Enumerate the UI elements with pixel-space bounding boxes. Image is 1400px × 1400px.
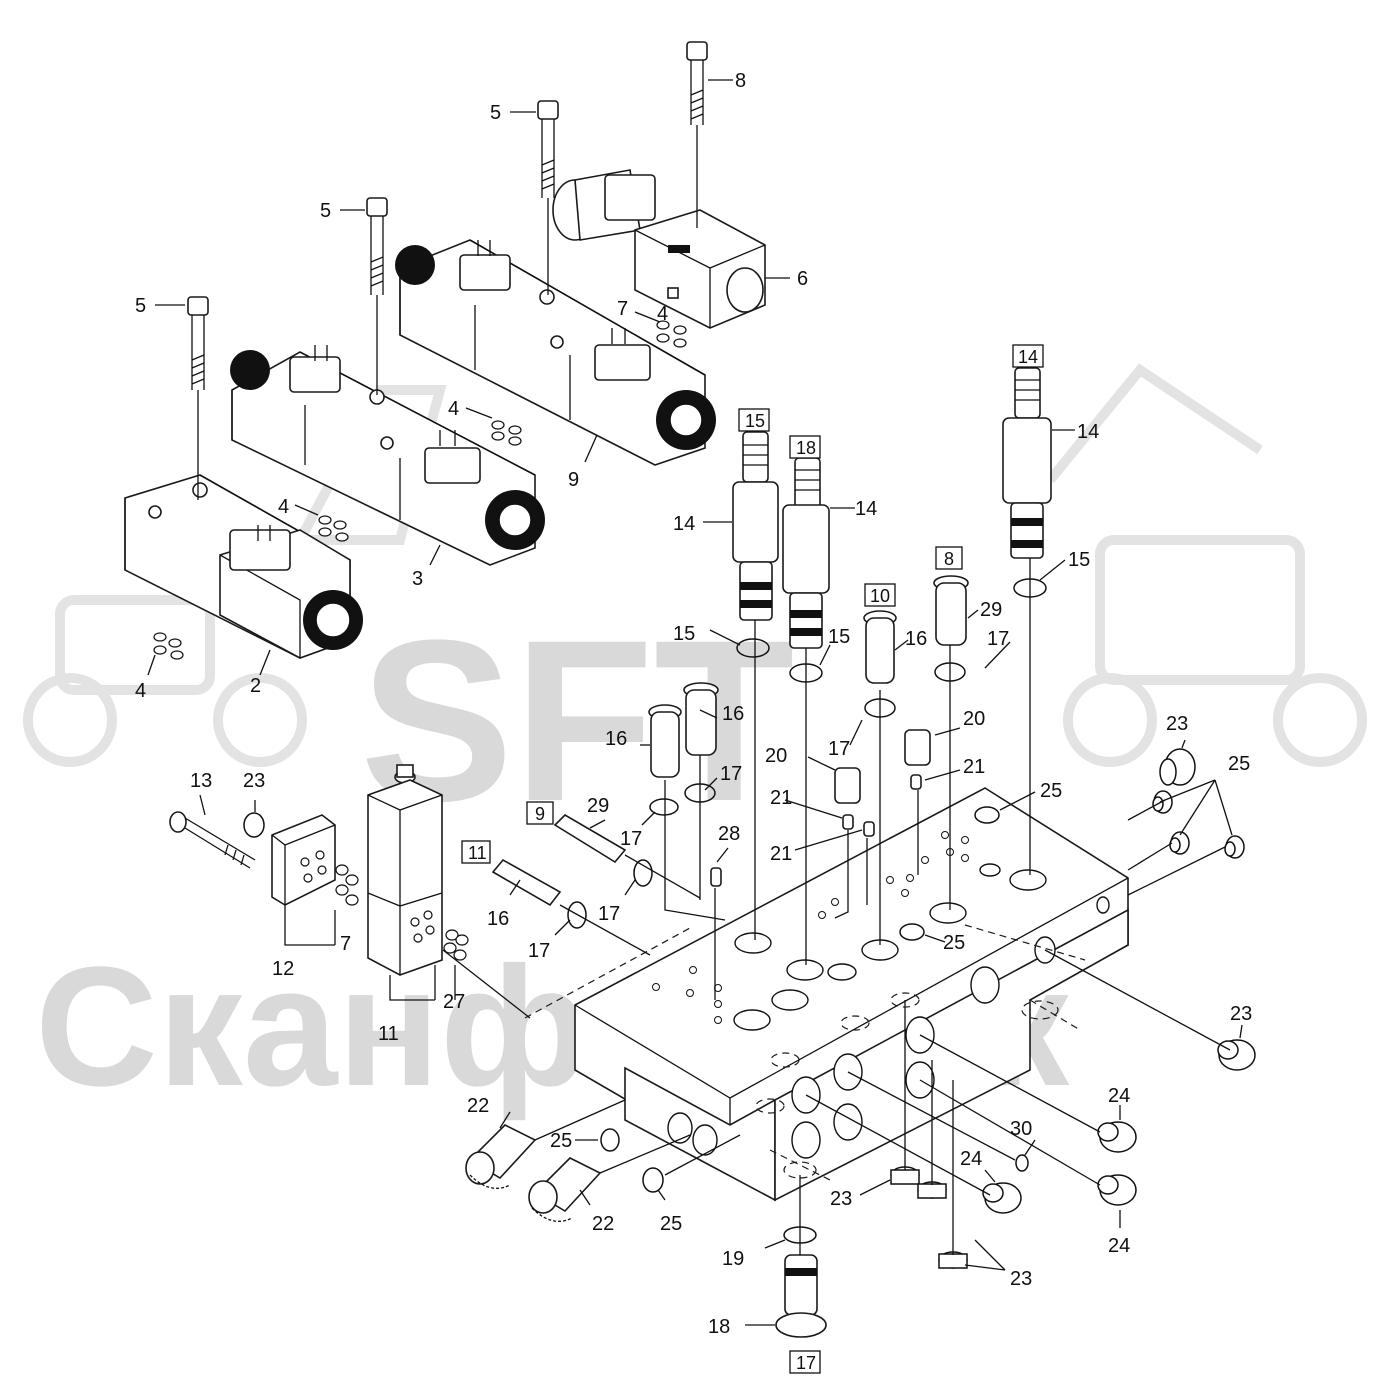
solenoid-valve-9: [395, 239, 716, 466]
callout-label: 11: [378, 1023, 399, 1045]
callout-label: 25: [943, 932, 965, 954]
callout-label: 23: [243, 770, 265, 792]
callout-label: 17: [620, 828, 642, 850]
callout-label: 25: [1228, 753, 1250, 775]
callout-label: 18: [708, 1316, 730, 1338]
callout-label: 4: [657, 303, 668, 325]
small-seals: [153, 320, 687, 961]
callout-label: 5: [320, 200, 331, 222]
callout-label: 3: [412, 568, 423, 590]
boxed-ref-label: 11: [468, 843, 487, 863]
callout-label: 27: [443, 991, 465, 1013]
callout-label: 2: [250, 675, 261, 697]
callout-label: 24: [1108, 1235, 1130, 1257]
solenoid-valve-2: [124, 474, 363, 659]
boxed-ref: 18: [789, 435, 821, 459]
callout-label: 22: [467, 1095, 489, 1117]
callout-label: 16: [905, 628, 927, 650]
callout-label: 14: [1077, 421, 1099, 443]
callout-label: 20: [765, 745, 787, 767]
callout-leaders: [147, 79, 1243, 1326]
boxed-ref: 15: [738, 408, 770, 432]
callout-label: 15: [673, 623, 695, 645]
callout-label: 23: [1230, 1003, 1252, 1025]
callout-label: 21: [770, 843, 792, 865]
sandwich-block-12: [271, 814, 336, 906]
boxed-ref: 10: [864, 583, 896, 607]
boxed-ref: 11: [461, 840, 491, 864]
leader-lines: [197, 492, 1231, 1255]
callout-label: 30: [1010, 1118, 1032, 1140]
callout-label: 17: [720, 763, 742, 785]
callout-label: 25: [1040, 780, 1062, 802]
callout-label: 7: [617, 298, 628, 320]
callout-label: 14: [673, 513, 695, 535]
callout-label: 20: [963, 708, 985, 730]
boxed-ref-label: 8: [944, 549, 954, 569]
callout-label: 17: [828, 738, 850, 760]
callout-label: 12: [272, 958, 294, 980]
boxed-ref-label: 15: [745, 411, 765, 431]
callout-label: 19: [722, 1248, 744, 1270]
callout-label: 16: [487, 908, 509, 930]
callout-label: 25: [550, 1130, 572, 1152]
boxed-ref: 8: [935, 546, 963, 570]
pressure-valve-11: [367, 764, 443, 976]
callout-label: 9: [568, 469, 579, 491]
callout-label: 23: [830, 1188, 852, 1210]
boxed-ref-label: 18: [796, 438, 816, 458]
callout-label: 22: [592, 1213, 614, 1235]
callout-label: 28: [718, 823, 740, 845]
callout-label: 6: [797, 268, 808, 290]
boxed-ref-label: 9: [535, 804, 545, 824]
callout-label: 13: [190, 770, 212, 792]
callout-label: 16: [605, 728, 627, 750]
callout-label: 5: [490, 102, 501, 124]
callout-label: 21: [770, 787, 792, 809]
callout-label: 23: [1010, 1268, 1032, 1290]
callout-label: 4: [278, 496, 289, 518]
plugs-and-fittings: [243, 748, 1256, 1338]
callout-label: 7: [340, 933, 351, 955]
callout-label: 14: [855, 498, 877, 520]
callout-label: 25: [660, 1213, 682, 1235]
bolts: [169, 41, 708, 869]
callout-label: 16: [722, 703, 744, 725]
callout-label: 4: [448, 398, 459, 420]
callout-label: 15: [828, 626, 850, 648]
callout-label: 17: [528, 940, 550, 962]
callout-label: 17: [598, 903, 620, 925]
callout-label: 29: [587, 795, 609, 817]
boxed-ref-label: 10: [870, 586, 890, 606]
watermark: SFT СканфорТек: [23, 363, 1367, 1122]
callout-label: 29: [980, 599, 1002, 621]
boxed-ref: 14: [1012, 344, 1044, 368]
callout-label: 4: [135, 680, 146, 702]
boxed-ref: 9: [526, 801, 554, 825]
callout-label: 24: [960, 1148, 982, 1170]
callout-label: 5: [135, 295, 146, 317]
callout-label: 24: [1108, 1085, 1130, 1107]
callout-label: 17: [987, 628, 1009, 650]
solenoid-valve-3: [230, 345, 545, 566]
callout-numbers: 2 3 4 4 4 4 5 5 5 6 7 7 8 9 11 12 13 14 …: [135, 70, 1252, 1338]
callout-label: 21: [963, 756, 985, 778]
cartridges: [491, 367, 1052, 907]
callout-label: 15: [1068, 549, 1090, 571]
callout-label: 8: [735, 70, 746, 92]
callout-label: 23: [1166, 713, 1188, 735]
boxed-ref-label: 17: [796, 1353, 816, 1373]
boxed-references: 15 18 14 8 10 9 11 17: [461, 344, 1044, 1374]
boxed-ref: 17: [789, 1350, 821, 1374]
boxed-ref-label: 14: [1018, 347, 1038, 367]
solenoid-valve-6: [552, 169, 766, 329]
